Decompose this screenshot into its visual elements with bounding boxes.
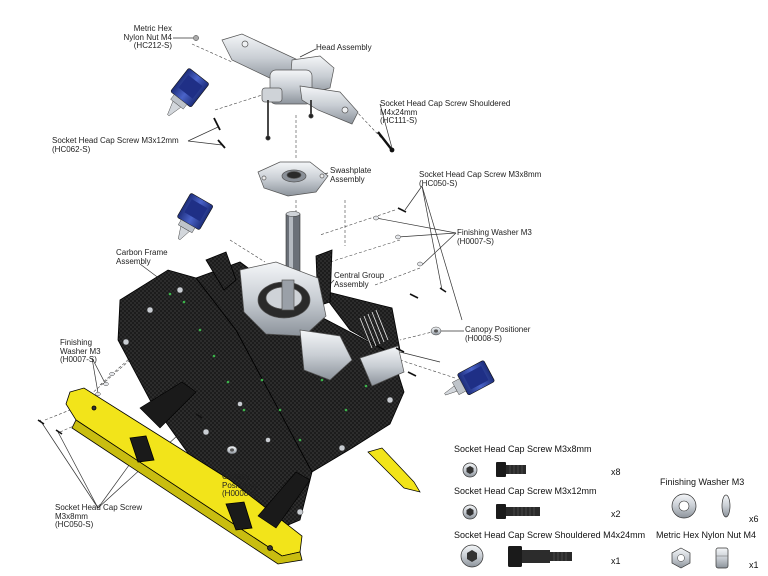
legend-m3x12-label: Socket Head Cap Screw M3x12mm [454, 486, 597, 496]
callout-washer-left: Finishing Washer M3 (H0007-S) [60, 338, 101, 364]
callout-m3x12-screw: Socket Head Cap Screw M3x12mm (HC062-S) [52, 136, 179, 154]
canopy-positioner-bottom-part [226, 445, 238, 455]
callout-m3x8-right: Socket Head Cap Screw M3x8mm (HC050-S) [419, 170, 542, 188]
loose-washers-left [95, 371, 115, 397]
swashplate-assembly [257, 161, 329, 197]
loose-washers-right [373, 215, 423, 267]
callout-washer-right: Finishing Washer M3 (H0007-S) [457, 228, 532, 246]
legend-shouldered-label: Socket Head Cap Screw Shouldered M4x24mm [454, 530, 646, 540]
threadlock-bottle-top [167, 68, 209, 117]
callout-metric-hex-nut: Metric Hex Nylon Nut M4 (HC212-S) [123, 24, 172, 50]
callout-canopy-positioner-bottom: Canopy Positioner (H0008-S) [222, 472, 259, 498]
threadlock-bottle-right [444, 360, 495, 396]
callout-central-group: Central Group Assembly [334, 271, 385, 289]
landing-skid-left [65, 387, 303, 565]
shouldered-screw-top [377, 131, 395, 153]
callout-swashplate: Swashplate Assembly [330, 166, 372, 184]
m3x12-screws-top [213, 117, 226, 149]
callout-head-assembly: Head Assembly [316, 43, 372, 52]
legend-washer-qty: x6 [749, 514, 759, 524]
canopy-positioner-right-part [430, 326, 442, 336]
callout-canopy-positioner-right: Canopy Positioner (H0008-S) [465, 325, 531, 343]
legend-washer-label: Finishing Washer M3 [660, 477, 745, 487]
legend-shouldered-icon [460, 544, 572, 568]
legend-m3x12-icon [462, 504, 540, 520]
landing-skid-right [367, 447, 421, 493]
head-assembly [221, 33, 359, 141]
callout-carbon-frame: Carbon Frame Assembly [116, 248, 168, 266]
legend-m3x8-qty: x8 [611, 467, 621, 477]
legend-m3x12-qty: x2 [611, 509, 621, 519]
callout-shouldered-screw: Socket Head Cap Screw Shouldered M4x24mm… [380, 99, 511, 125]
legend-m3x8-label: Socket Head Cap Screw M3x8mm [454, 444, 592, 454]
landing-skid-struts [139, 381, 311, 529]
loose-screws-left [37, 413, 203, 435]
central-group-assembly [239, 261, 405, 387]
threadlock-bottle-middle [177, 193, 213, 240]
legend-m3x8-icon [462, 462, 526, 478]
callout-m3x8-left: Socket Head Cap Screw M3x8mm (HC050-S) [55, 503, 143, 529]
legend-hex-nut-icon [671, 547, 729, 569]
legend-shouldered-qty: x1 [611, 556, 621, 566]
loose-screws-right [395, 207, 447, 377]
legend-nut-qty: x1 [749, 560, 759, 570]
legend-washer-icon [671, 493, 731, 519]
legend-nut-label: Metric Hex Nylon Nut M4 [656, 530, 757, 540]
hex-nut-top [193, 35, 199, 41]
